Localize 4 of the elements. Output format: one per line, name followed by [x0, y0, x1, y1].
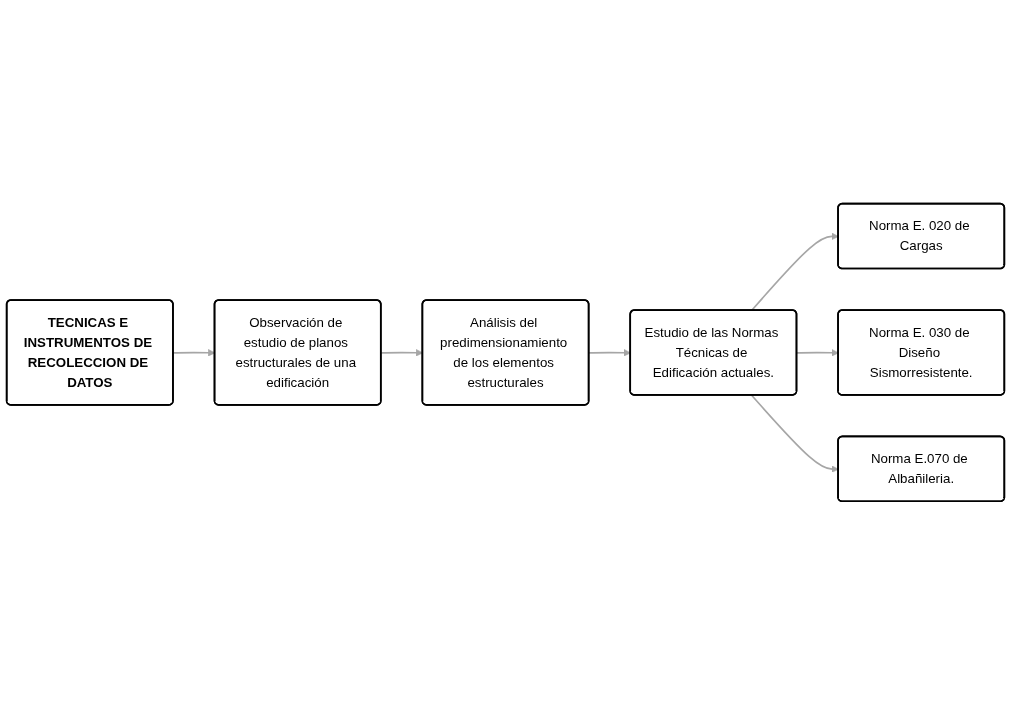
arrow — [796, 349, 839, 357]
arrow — [750, 394, 839, 473]
arrow — [750, 232, 839, 312]
arrow — [588, 349, 631, 357]
